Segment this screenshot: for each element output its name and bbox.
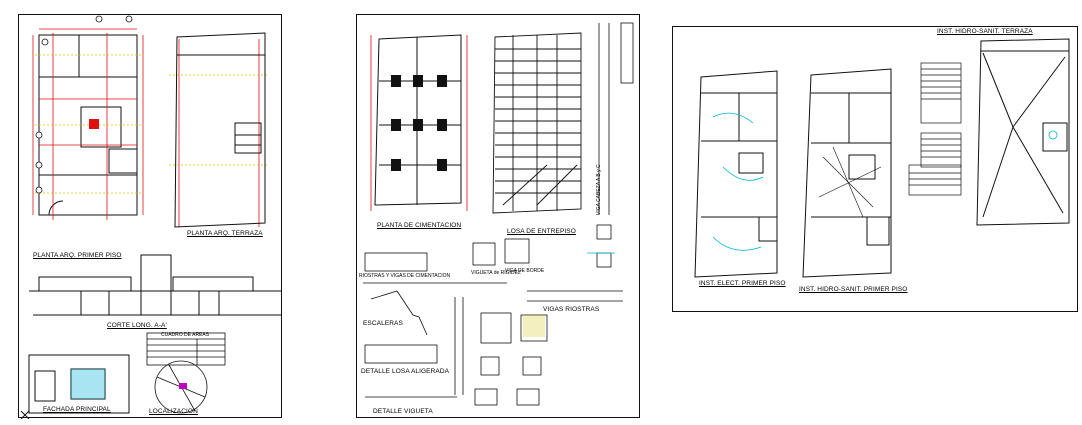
installations-drawing bbox=[694, 38, 1070, 278]
label-cuadro-areas: CUADRO DE AREAS bbox=[161, 332, 210, 338]
sheet-structure: PLANTA DE CIMENTACION LOSA DE ENTREPISO … bbox=[356, 14, 640, 418]
architecture-drawing bbox=[20, 15, 281, 419]
label-fachada: FACHADA PRINCIPAL bbox=[43, 406, 111, 413]
label-hidro-primer-piso: INST. HIDRO-SANIT. PRIMER PISO bbox=[799, 286, 908, 293]
sheet-architecture: PLANTA ARQ. PRIMER PISO PLANTA ARQ. TERR… bbox=[18, 14, 282, 419]
label-detalle-losa: DETALLE LOSA ALIGERADA bbox=[361, 368, 450, 375]
label-planta-terraza: PLANTA ARQ. TERRAZA bbox=[187, 230, 263, 237]
label-planta-primer-piso: PLANTA ARQ. PRIMER PISO bbox=[33, 252, 122, 259]
structure-drawing bbox=[363, 22, 634, 406]
label-elect-primer-piso: INST. ELECT. PRIMER PISO bbox=[699, 280, 786, 287]
label-viga-cabeza: VIGA CABEZA A B y C bbox=[596, 164, 602, 215]
label-escaleras: ESCALERAS bbox=[363, 320, 403, 327]
label-hidro-terraza: INST. HIDRO-SANIT. TERRAZA bbox=[937, 28, 1033, 35]
label-vigueta-rigidez: VIGUETA de RIGIDEZ bbox=[471, 270, 521, 276]
label-losa-entrepiso: LOSA DE ENTREPISO bbox=[507, 228, 576, 235]
label-vigas-riostras: VIGAS RIOSTRAS bbox=[543, 306, 600, 313]
label-cimentacion: PLANTA DE CIMENTACION bbox=[377, 222, 462, 229]
label-localizacion: LOCALIZACION bbox=[149, 408, 198, 415]
label-riostras-cimentacion: RIOSTRAS Y VIGAS DE CIMENTACION bbox=[359, 273, 451, 279]
label-corte: CORTE LONG. A-A' bbox=[107, 322, 167, 329]
label-viga-borde: VIGA DE BORDE bbox=[505, 268, 545, 274]
label-detalle-vigueta: DETALLE VIGUETA bbox=[373, 408, 433, 415]
sheet-installations: INST. ELECT. PRIMER PISO INST. HIDRO-SAN… bbox=[672, 26, 1078, 312]
